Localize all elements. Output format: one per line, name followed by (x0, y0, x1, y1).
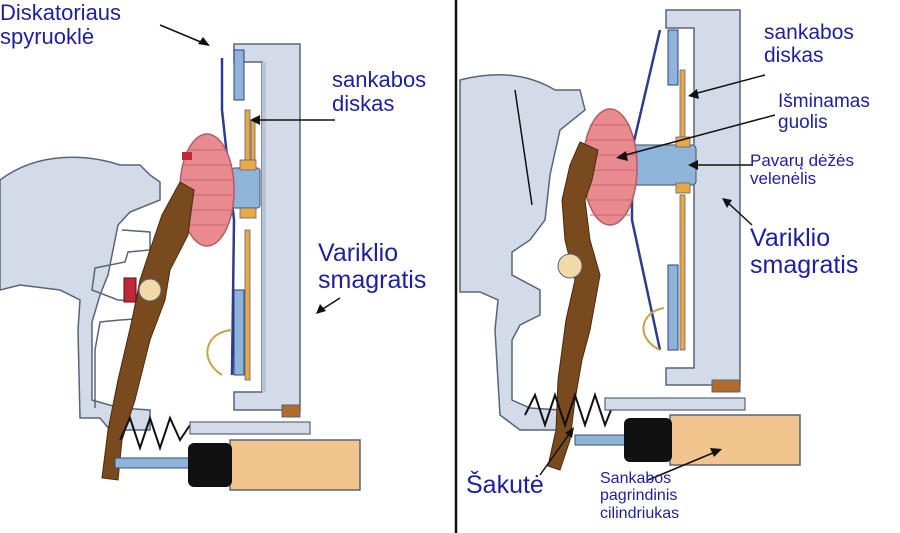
left-flywheel-tab (281, 404, 301, 418)
left-panel (0, 24, 361, 491)
right-pressure-plate (667, 264, 679, 351)
left-flywheel-label-line2: smagratis (318, 266, 427, 294)
right-cylinder-body (669, 414, 801, 466)
left-return-spring (119, 414, 191, 452)
right-pressure-plate-top (667, 29, 679, 86)
left-spring-label-line2: spyruoklė (0, 23, 95, 49)
right-pointer-line (514, 89, 533, 206)
right-release-fork (547, 141, 601, 471)
left-disc-lower (244, 229, 251, 381)
left-bellhousing (0, 156, 161, 431)
left-pressure-plate-top (233, 49, 245, 101)
right-diaphragm-spring (630, 29, 662, 351)
left-pushrod (114, 457, 196, 469)
left-hub-stub-2 (239, 207, 257, 219)
right-cylinder-arrowhead (710, 448, 722, 457)
left-pressure-plate (233, 289, 245, 376)
right-shaft-label: Pavarų dėžės velenėlis (750, 151, 854, 189)
right-bearing-label: Išminamas guolis (778, 91, 870, 133)
right-disc-label: sankabos diskas (764, 21, 854, 67)
left-shaft (231, 167, 261, 209)
left-hub-stub (239, 159, 257, 171)
right-bearing-ribs (585, 124, 635, 216)
right-bearing-arrowhead (616, 151, 628, 161)
right-pushrod (574, 434, 626, 446)
left-bearing-cap (182, 152, 192, 160)
left-cylinder-cap (188, 443, 232, 487)
right-disc-lower (679, 194, 686, 351)
right-flywheel-tab (711, 379, 741, 393)
right-disc-arrowhead (688, 89, 699, 99)
left-cylinder-bracket (189, 421, 311, 435)
right-flywheel-label-line2: smagratis (750, 251, 859, 279)
right-bellhousing (459, 74, 586, 431)
left-disc-label-line2: diskas (332, 90, 395, 116)
right-fork-label: Šakutė (466, 471, 544, 499)
right-flywheel (665, 9, 741, 386)
right-cylinder-label: Sankabos pagrindinis cilindriukas (600, 470, 679, 522)
right-flywheel-arrow (724, 199, 753, 226)
left-fork-pivot (138, 278, 162, 302)
right-flywheel-label-line1: Variklio (750, 224, 831, 252)
left-flywheel-face (262, 62, 266, 392)
left-flywheel-label-line1: Variklio (318, 239, 399, 267)
left-disc-label: sankabos diskas (332, 68, 426, 116)
right-cylinder-arrow (647, 449, 721, 481)
left-spring-label: Diskatoriaus spyruoklė (0, 1, 121, 49)
right-shaft-arrowhead (688, 160, 698, 170)
right-cylinder-label-line3: cilindriukas (600, 504, 680, 522)
left-release-fork (101, 181, 195, 481)
right-shaft-label-line1: Pavarų dėžės (750, 151, 854, 170)
right-shaft-label-line2: velenėlis (750, 169, 817, 189)
right-spring-loop (642, 307, 665, 351)
right-cylinder-label-line2: pagrindinis (600, 487, 678, 505)
right-fork-arrow (539, 429, 573, 476)
left-spring-label-line1: Diskatoriaus (0, 0, 122, 25)
right-bearing-label-line2: guolis (778, 111, 828, 133)
right-bearing-label-line1: Išminamas (778, 91, 870, 112)
right-flywheel-label: Variklio smagratis (750, 225, 858, 279)
right-flywheel-arrowhead (722, 198, 732, 208)
right-return-spring (524, 391, 616, 429)
right-disc-arrow (689, 74, 766, 96)
right-panel (459, 9, 801, 481)
right-disc-label-line2: diskas (764, 43, 824, 67)
left-disc-label-line1: sankabos (332, 67, 427, 92)
left-spring-loop (206, 329, 233, 376)
left-flywheel-label: Variklio smagratis (318, 240, 426, 294)
left-cylinder-body (229, 439, 361, 491)
left-spring-arrowhead (198, 37, 210, 46)
right-fork-pivot (557, 253, 583, 279)
right-cylinder-cap (624, 418, 672, 462)
left-disc-arrowhead (250, 115, 260, 125)
right-cylinder-label-line1: Sankabos (600, 470, 672, 487)
right-hub-stub-2 (675, 182, 691, 194)
right-fork-arrowhead (565, 427, 574, 438)
left-pivot-bolt (123, 277, 137, 303)
left-housing-outline (91, 229, 151, 408)
right-disc-label-line1: sankabos (764, 21, 854, 44)
right-cylinder-bracket (604, 397, 746, 411)
left-bearing-ribs (183, 149, 232, 226)
left-flywheel-arrowhead (316, 304, 326, 314)
right-bearing-arrow (617, 114, 776, 158)
